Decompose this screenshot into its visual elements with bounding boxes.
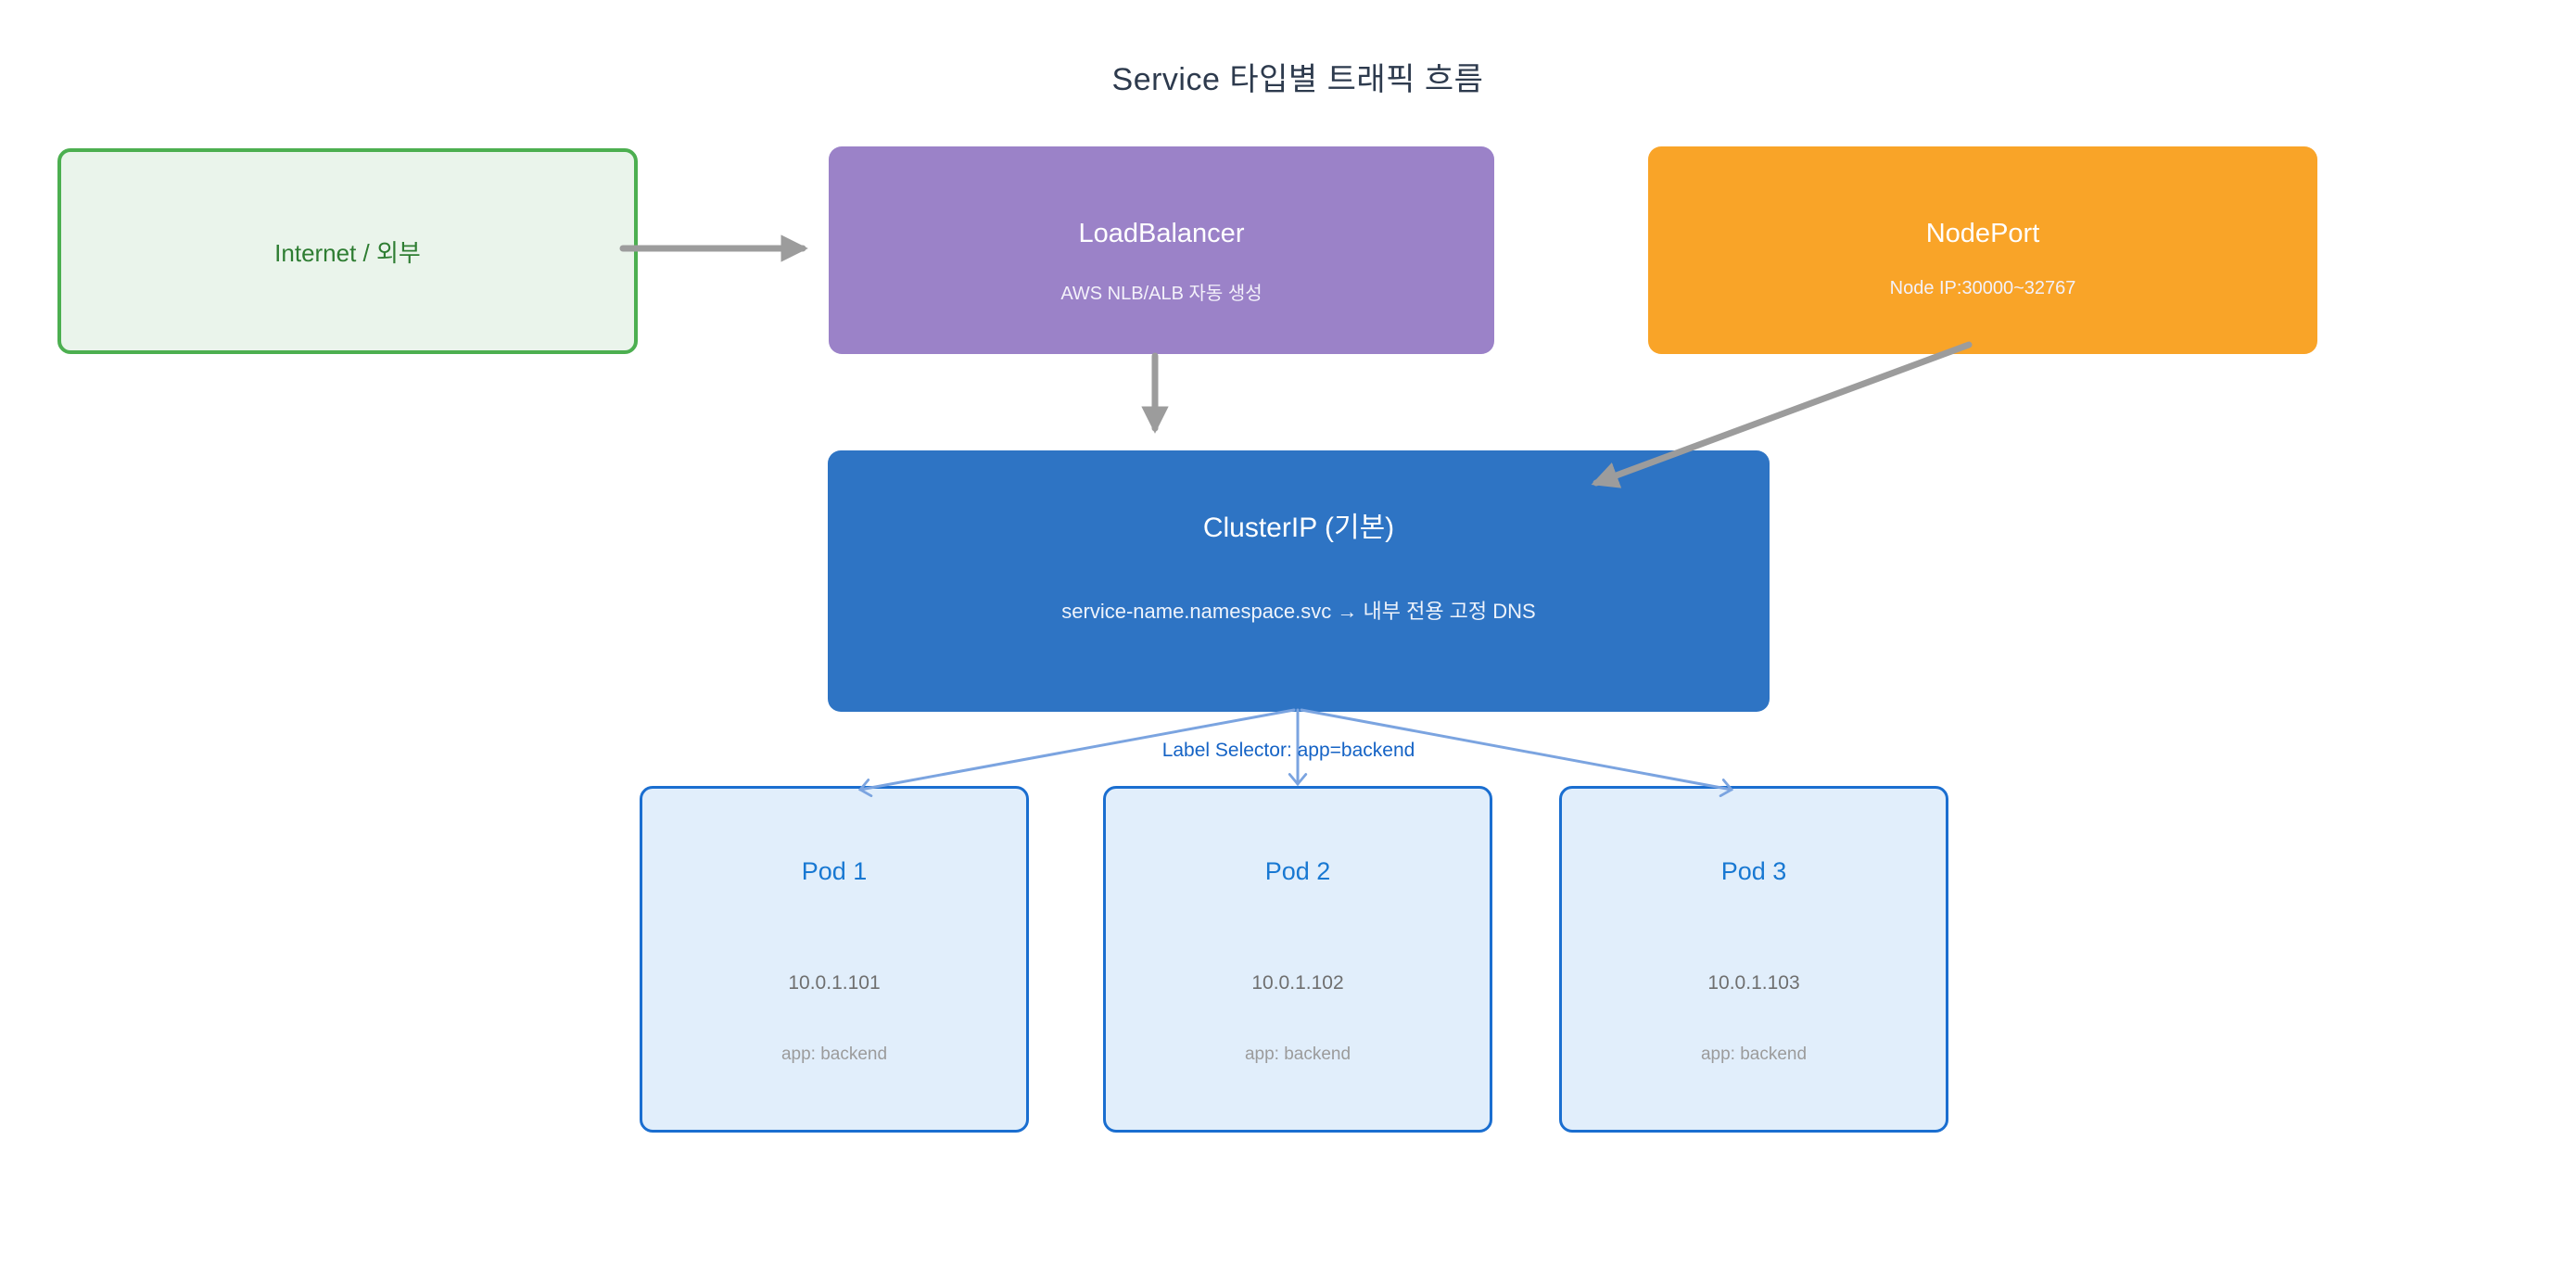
pod-2-ip: 10.0.1.102 bbox=[1251, 972, 1344, 994]
node-loadbalancer: LoadBalancer AWS NLB/ALB 자동 생성 bbox=[829, 146, 1494, 354]
nodeport-sublabel: Node IP:30000~32767 bbox=[1889, 278, 2076, 298]
pod-3-app-label: app: backend bbox=[1700, 1045, 1808, 1064]
pod-1-ip: 10.0.1.101 bbox=[788, 972, 881, 994]
diagram-title: Service 타입별 트래픽 흐름 bbox=[1111, 62, 1484, 97]
pod-2-app-label: app: backend bbox=[1244, 1045, 1351, 1064]
node-pod-1: Pod 1 10.0.1.101 app: backend bbox=[640, 786, 1029, 1133]
node-pod-3: Pod 3 10.0.1.103 app: backend bbox=[1559, 786, 1948, 1133]
node-clusterip: ClusterIP (기본) service-name.namespace.sv… bbox=[828, 450, 1770, 712]
internet-label: Internet / 외부 bbox=[274, 238, 421, 267]
label-selector-text: Label Selector: app=backend bbox=[1161, 740, 1415, 761]
pod-2-label: Pod 2 bbox=[1264, 857, 1331, 885]
clusterip-sublabel: service-name.namespace.svc → 내부 전용 고정 DN… bbox=[1061, 600, 1536, 623]
loadbalancer-label: LoadBalancer bbox=[1078, 219, 1245, 248]
node-nodeport: NodePort Node IP:30000~32767 bbox=[1648, 146, 2317, 354]
pod-3-ip: 10.0.1.103 bbox=[1707, 972, 1800, 994]
pod-1-label: Pod 1 bbox=[801, 857, 868, 885]
pod-3-label: Pod 3 bbox=[1720, 857, 1787, 885]
pod-1-app-label: app: backend bbox=[780, 1045, 888, 1064]
node-pod-2: Pod 2 10.0.1.102 app: backend bbox=[1103, 786, 1492, 1133]
clusterip-label: ClusterIP (기본) bbox=[1202, 513, 1395, 543]
nodeport-label: NodePort bbox=[1925, 219, 2040, 248]
node-internet: Internet / 외부 bbox=[57, 148, 638, 354]
loadbalancer-sublabel: AWS NLB/ALB 자동 생성 bbox=[1060, 284, 1263, 304]
